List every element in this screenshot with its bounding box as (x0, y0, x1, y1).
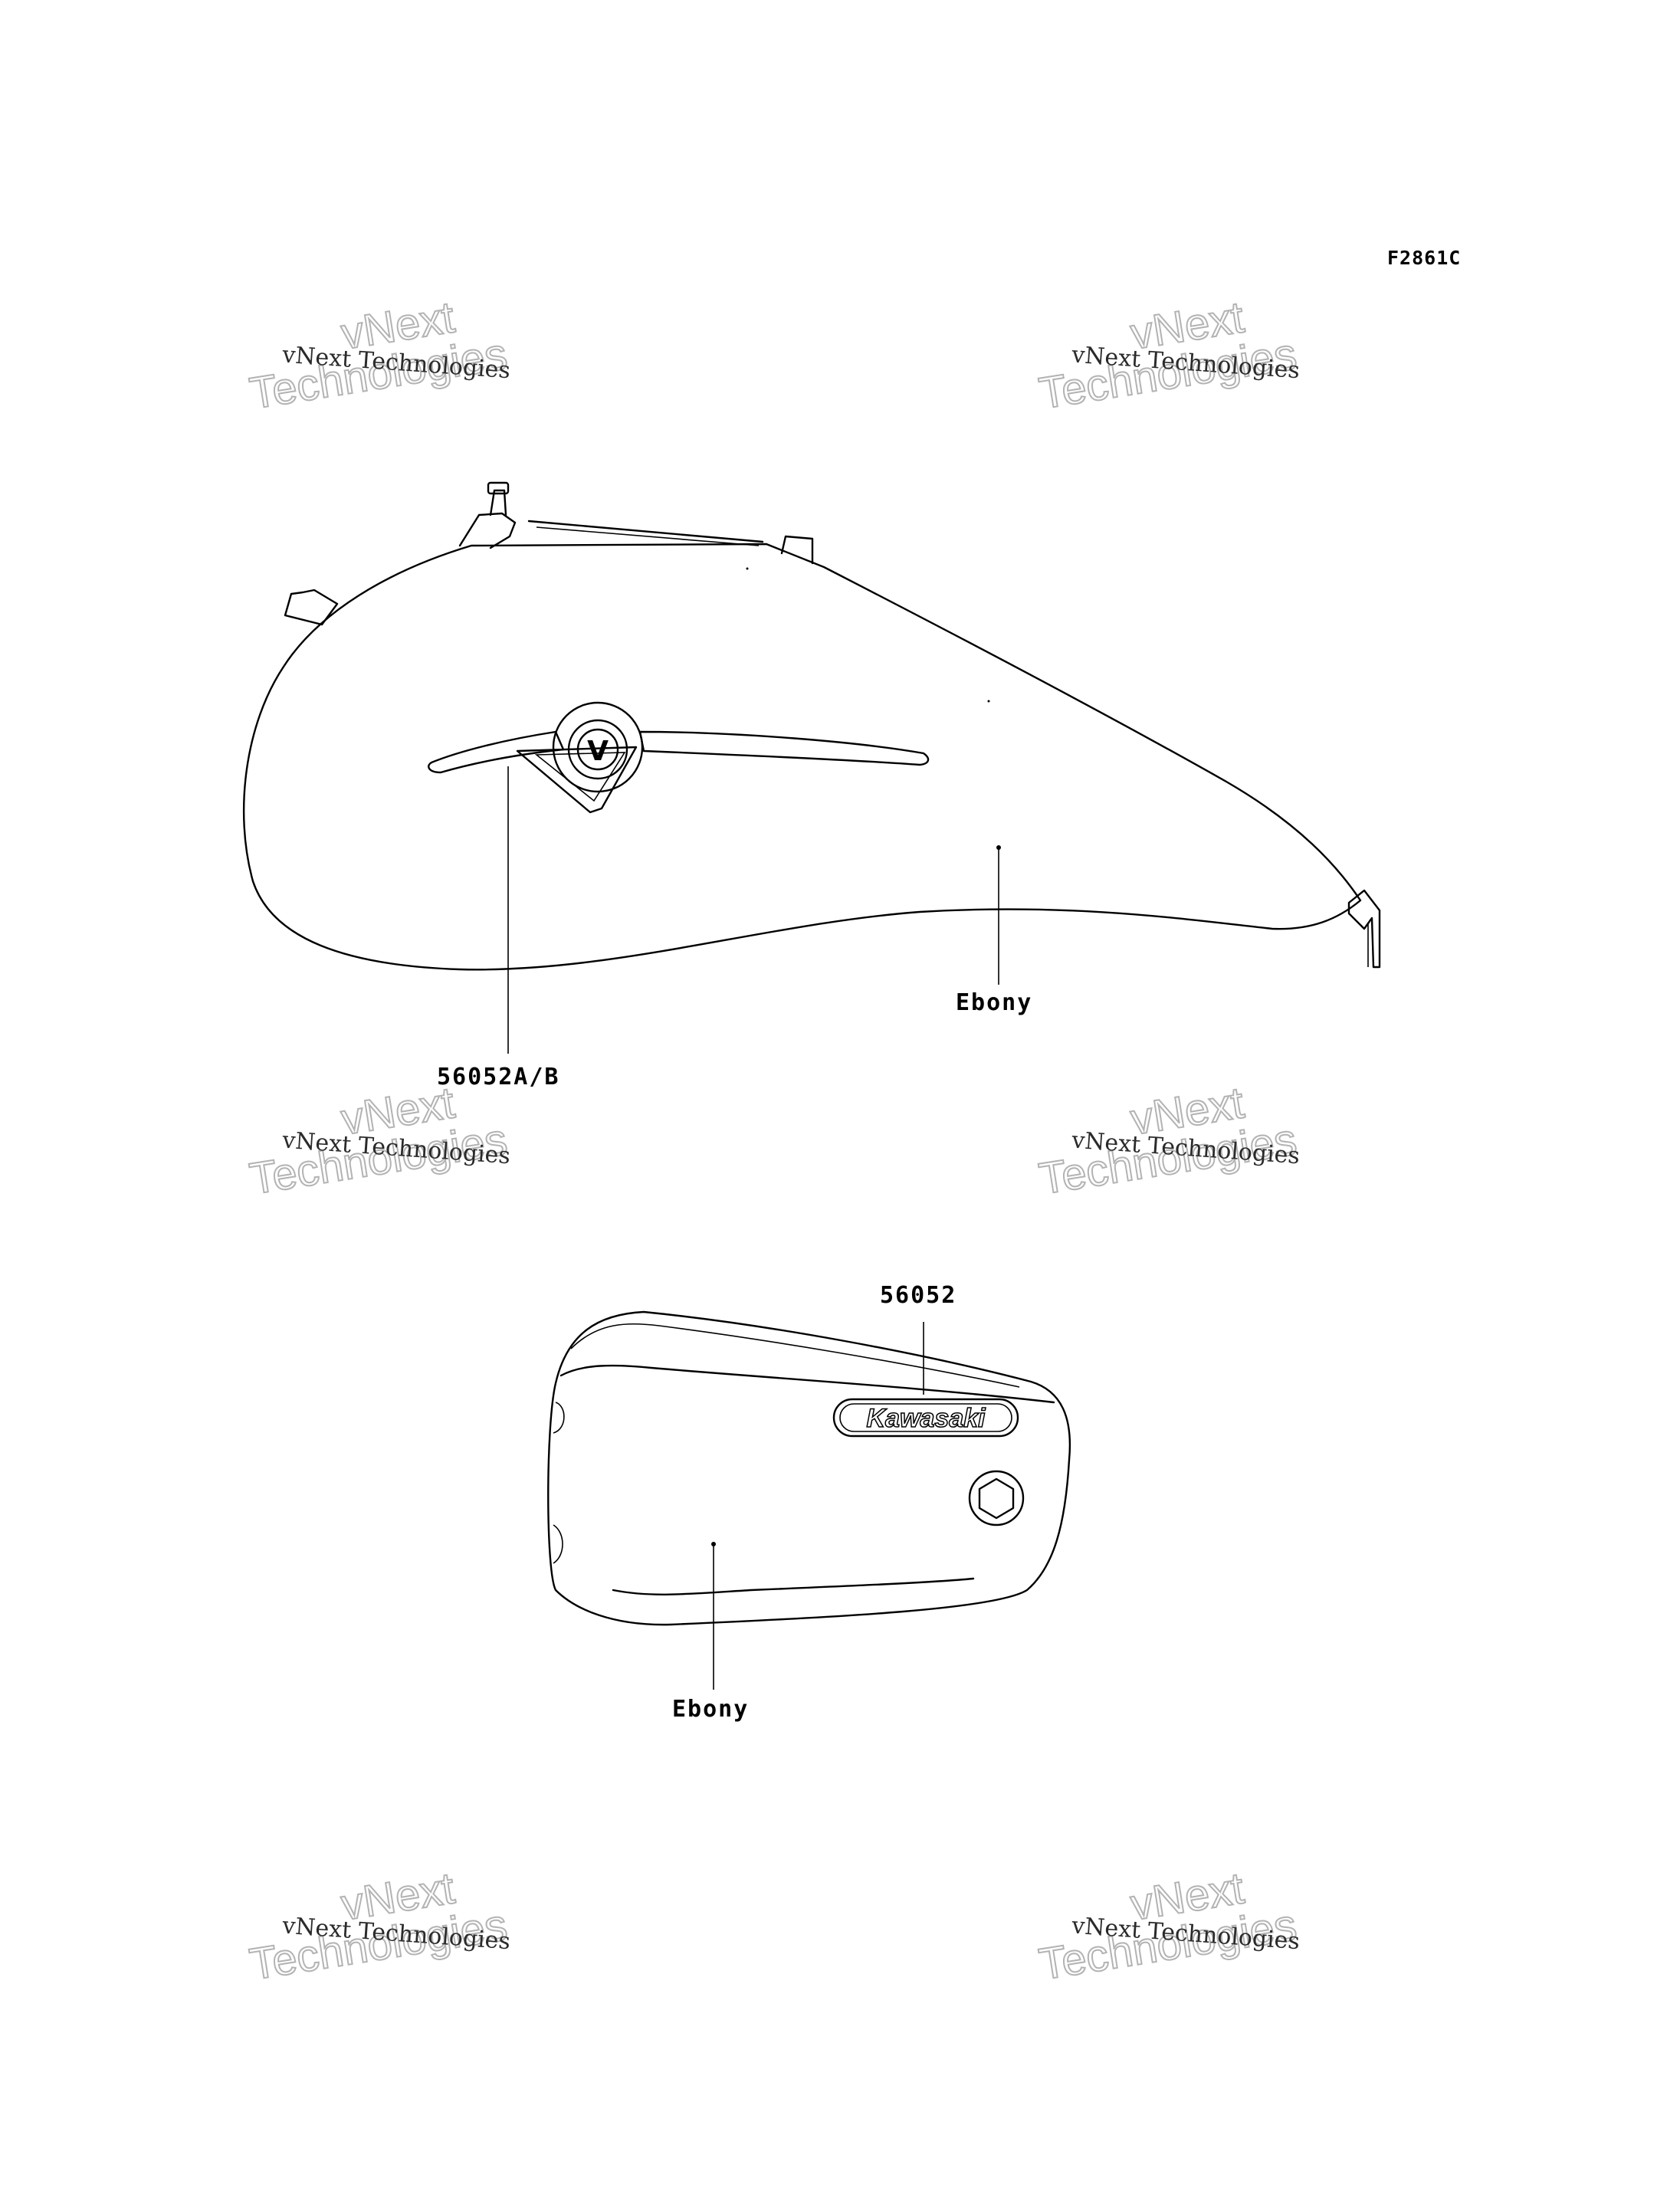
watermark-mid-right: vNext Technologies vNext Technologies (1035, 1077, 1301, 1205)
emblem-outer-ring (552, 701, 644, 793)
side-cover-bolt-ring (968, 1470, 1025, 1526)
front-mount-tab (284, 589, 339, 626)
tank-color-label: Ebony (956, 989, 1032, 1016)
emblem-left-wing (428, 730, 565, 774)
rear-tail-bracket (1347, 889, 1381, 969)
side-cover-top-ridge-inner (570, 1323, 1020, 1388)
watermark-bottom-right: vNext Technologies vNext Technologies (1035, 1862, 1301, 1990)
watermark-bottom-left: vNext Technologies vNext Technologies (245, 1862, 511, 1990)
kawasaki-badge: Kawasaki (832, 1398, 1019, 1438)
watermark-top-right: vNext Technologies vNext Technologies (1035, 291, 1301, 419)
figure-code: F2861C (1387, 247, 1461, 269)
fuel-cap-post (489, 489, 507, 516)
emblem-inner-ring (576, 728, 619, 771)
emblem-mid-ring (567, 719, 628, 780)
side-cover-notch-top (553, 1402, 565, 1434)
kawasaki-badge-outer (832, 1398, 1019, 1438)
watermark-mid-left: vNext Technologies vNext Technologies (245, 1077, 511, 1205)
side-cover-top-ridge (559, 1364, 1055, 1404)
side-cover-outline (547, 1310, 1071, 1626)
side-cover-part-label: 56052 (880, 1282, 956, 1309)
emblem-letter: V (587, 736, 609, 767)
watermark-top-left: vNext Technologies vNext Technologies (245, 291, 511, 419)
kawasaki-logo-text: Kawasaki (867, 1404, 987, 1433)
tank-emblem: V (428, 701, 930, 814)
side-cover-drawing (547, 1310, 1071, 1626)
side-cover-notch-bottom (553, 1524, 563, 1564)
side-cover-bottom-ridge (612, 1577, 975, 1595)
kawasaki-badge-inner (839, 1403, 1012, 1432)
fuel-cap-knob (487, 481, 510, 495)
tank-emblem-part-label: 56052A/B (437, 1064, 560, 1090)
tank-top-seam (527, 520, 764, 543)
emblem-right-wing (638, 730, 930, 766)
fuel-tank-drawing (242, 481, 1381, 971)
tank-top-seam-inner (536, 526, 760, 546)
rear-top-bracket (780, 535, 814, 565)
fuel-cap (458, 512, 517, 549)
fuel-tank-outline (242, 543, 1362, 971)
side-cover-bolt-hex (978, 1477, 1015, 1520)
emblem-chevron (516, 746, 638, 814)
side-cover-color-label: Ebony (672, 1696, 749, 1723)
